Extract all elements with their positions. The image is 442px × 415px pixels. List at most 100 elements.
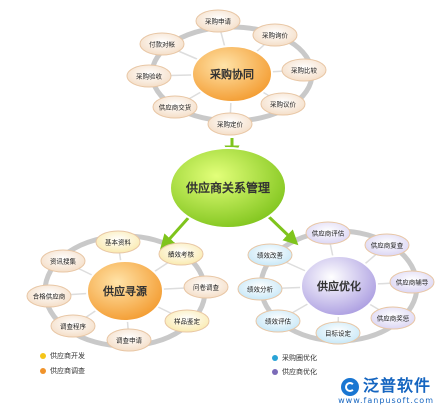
- right-node-label: 供应商评估: [312, 229, 345, 238]
- right-node-shape: [255, 309, 301, 333]
- top-node-shape: [260, 92, 306, 116]
- right-node-shape: [315, 321, 361, 345]
- left-node-label: 调查程序: [60, 322, 87, 331]
- legend-dot-dev: [40, 353, 46, 359]
- left-node-label: 績效考核: [168, 250, 195, 259]
- top-hub-shape: [191, 45, 273, 103]
- legend-label-supplier: 供应商优化: [282, 368, 317, 376]
- left-node-label: 合格供应商: [33, 292, 66, 301]
- legend-dot-survey: [40, 368, 46, 374]
- top-node-shape: [126, 64, 172, 88]
- top-node-shape: [139, 32, 185, 56]
- right-node-label: 目标设定: [325, 329, 352, 338]
- brand-name-text: 泛普软件: [363, 376, 432, 395]
- left-node-label: 问卷调查: [193, 283, 220, 292]
- top-node: 采购询价: [252, 23, 298, 47]
- right-node: 供应商辅导: [389, 270, 435, 294]
- top-node: 付款对帐: [139, 32, 185, 56]
- brand-name: 泛普软件: [338, 372, 434, 396]
- brand-url: www.fanpusoft.com: [338, 396, 434, 405]
- left-node-shape: [158, 242, 204, 266]
- top-node-shape: [195, 9, 241, 33]
- left-node-label: 基本资料: [105, 238, 132, 247]
- left-node: 调查申请: [106, 328, 152, 352]
- right-node-shape: [389, 270, 435, 294]
- right-node-shape: [247, 243, 293, 267]
- legend-item-supplier: 供应商优化: [272, 367, 317, 377]
- legend-item-dev: 供应商开发: [40, 351, 85, 361]
- center-hub-shape: [169, 147, 287, 229]
- left-node-label: 资讯搜集: [50, 257, 77, 266]
- legend-item-purchase: 采购圈优化: [272, 353, 317, 363]
- left-node-shape: [26, 284, 72, 308]
- right-node-shape: [237, 277, 283, 301]
- left-node: 績效考核: [158, 242, 204, 266]
- left-node: 资讯搜集: [40, 249, 86, 273]
- right-node: 供应商复查: [364, 233, 410, 257]
- top-node: 采购比较: [281, 58, 327, 82]
- top-node-shape: [252, 23, 298, 47]
- brand-watermark: 泛普软件 www.fanpusoft.com: [338, 372, 434, 405]
- left-hub: 供应寻源: [86, 260, 164, 322]
- top-node: 采购定价: [207, 112, 253, 136]
- arrow-to-right: [266, 214, 299, 246]
- right-node-label: 绩效评估: [265, 317, 292, 326]
- left-node: 问卷调查: [183, 275, 229, 299]
- legend-label-survey: 供应商调查: [50, 367, 85, 375]
- right-node: 绩效评估: [255, 309, 301, 333]
- legend-label-dev: 供应商开发: [50, 352, 85, 360]
- left-node-shape: [50, 314, 96, 338]
- top-hub: 采购协同: [191, 45, 273, 103]
- top-node: 供应商交货: [152, 95, 198, 119]
- left-node: 调查程序: [50, 314, 96, 338]
- left-node-label: 样品鉴定: [174, 317, 201, 326]
- left-node: 基本资料: [95, 230, 141, 254]
- right-node-label: 绩效改善: [257, 251, 284, 260]
- left-node-shape: [164, 309, 210, 333]
- top-node-shape: [207, 112, 253, 136]
- top-node: 采购议价: [260, 92, 306, 116]
- right-node-label: 供应商辅导: [396, 278, 429, 287]
- top-node-shape: [281, 58, 327, 82]
- right-node: 绩效分析: [237, 277, 283, 301]
- right-node-shape: [364, 233, 410, 257]
- center-hub: 供应商关系管理: [169, 147, 287, 229]
- arrow-to-left: [160, 215, 192, 250]
- right-node-shape: [305, 221, 351, 245]
- left-node-shape: [183, 275, 229, 299]
- top-node-label: 采购询价: [262, 31, 289, 40]
- top-node-label: 采购议价: [270, 100, 297, 109]
- top-node-label: 采购验收: [136, 72, 163, 81]
- right-hub-shape: [300, 255, 378, 317]
- left-node: 合格供应商: [26, 284, 72, 308]
- left-node-shape: [106, 328, 152, 352]
- left-hub-shape: [86, 260, 164, 322]
- top-node: 采购验收: [126, 64, 172, 88]
- legend-dot-supplier: [272, 369, 278, 375]
- right-hub-label: 供应优化: [316, 279, 361, 293]
- right-node: 目标设定: [315, 321, 361, 345]
- right-node-label: 供应商奖惩: [377, 314, 410, 323]
- top-node: 采购申请: [195, 9, 241, 33]
- right-node: 供应商奖惩: [370, 306, 416, 330]
- left-node-shape: [40, 249, 86, 273]
- top-node-label: 供应商交货: [159, 103, 192, 112]
- top-node-shape: [152, 95, 198, 119]
- legend-dot-purchase: [272, 355, 278, 361]
- left-node-shape: [95, 230, 141, 254]
- top-node-label: 采购比较: [291, 66, 318, 75]
- right-node: 绩效改善: [247, 243, 293, 267]
- brand-logo-icon: [341, 377, 360, 396]
- right-node: 供应商评估: [305, 221, 351, 245]
- left-node: 样品鉴定: [164, 309, 210, 333]
- top-node-label: 采购定价: [217, 120, 244, 129]
- legend-label-purchase: 采购圈优化: [282, 354, 317, 362]
- left-node-label: 调查申请: [116, 336, 143, 345]
- top-node-label: 付款对帐: [149, 40, 176, 49]
- right-node-label: 绩效分析: [247, 285, 274, 294]
- top-hub-label: 采购协同: [209, 67, 254, 81]
- right-node-shape: [370, 306, 416, 330]
- top-node-label: 采购申请: [205, 17, 232, 26]
